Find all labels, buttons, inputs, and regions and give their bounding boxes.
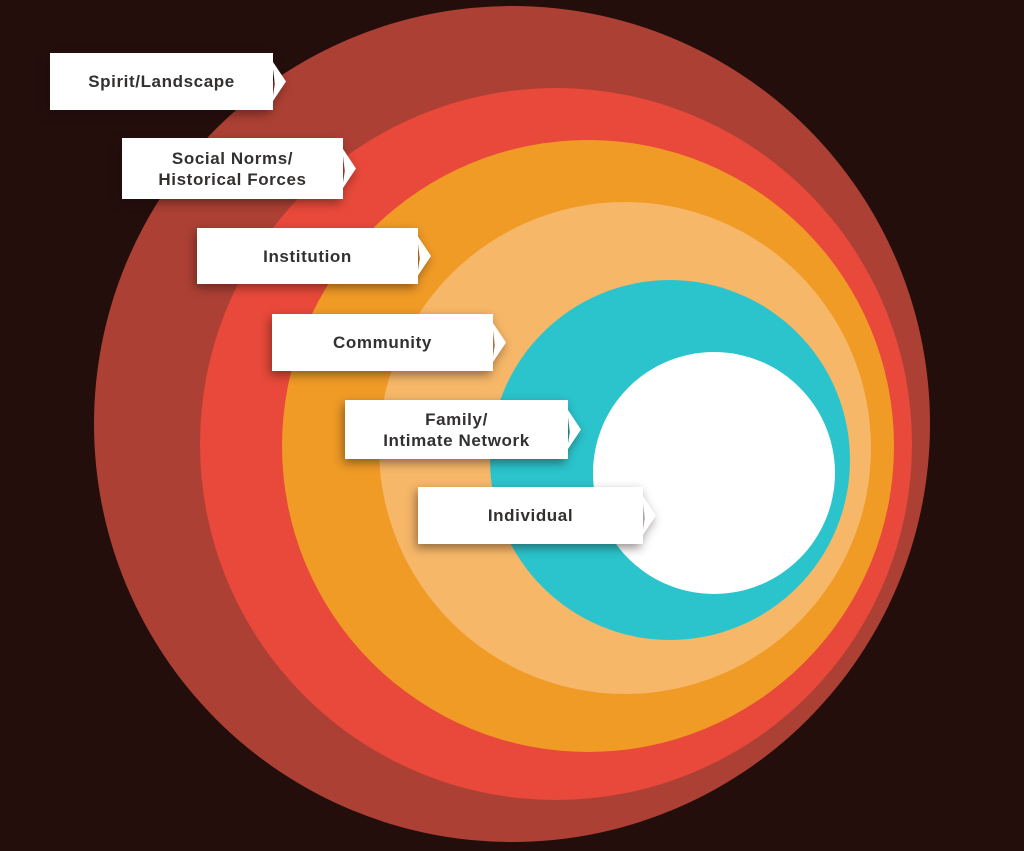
callout-label: Community — [333, 333, 432, 352]
callout-individual: Individual — [418, 487, 656, 544]
callout-box-institution: Institution — [197, 228, 418, 284]
callout-label: Family/ — [425, 409, 488, 429]
callout-social-norms-historical-forces: Social Norms/Historical Forces — [122, 138, 356, 199]
callout-box-community: Community — [272, 314, 493, 371]
callout-box-family-intimate-network: Family/Intimate Network — [345, 400, 568, 459]
callout-label: Individual — [487, 506, 574, 525]
callout-box-social-norms-historical-forces: Social Norms/Historical Forces — [122, 138, 343, 199]
callout-label: Intimate Network — [383, 430, 530, 450]
callout-label: Historical Forces — [158, 169, 307, 189]
callout-label: Institution — [263, 246, 352, 266]
callout-label: Social Norms/ — [171, 148, 294, 168]
callout-community: Community — [272, 314, 506, 371]
callout-spirit-landscape: Spirit/Landscape — [50, 53, 286, 110]
ring-individual — [593, 352, 835, 594]
callout-box-spirit-landscape: Spirit/Landscape — [50, 53, 273, 110]
callout-box-individual: Individual — [418, 487, 643, 544]
callout-family-intimate-network: Family/Intimate Network — [345, 400, 581, 459]
callout-label: Spirit/Landscape — [88, 72, 235, 91]
callout-institution: Institution — [197, 228, 431, 284]
